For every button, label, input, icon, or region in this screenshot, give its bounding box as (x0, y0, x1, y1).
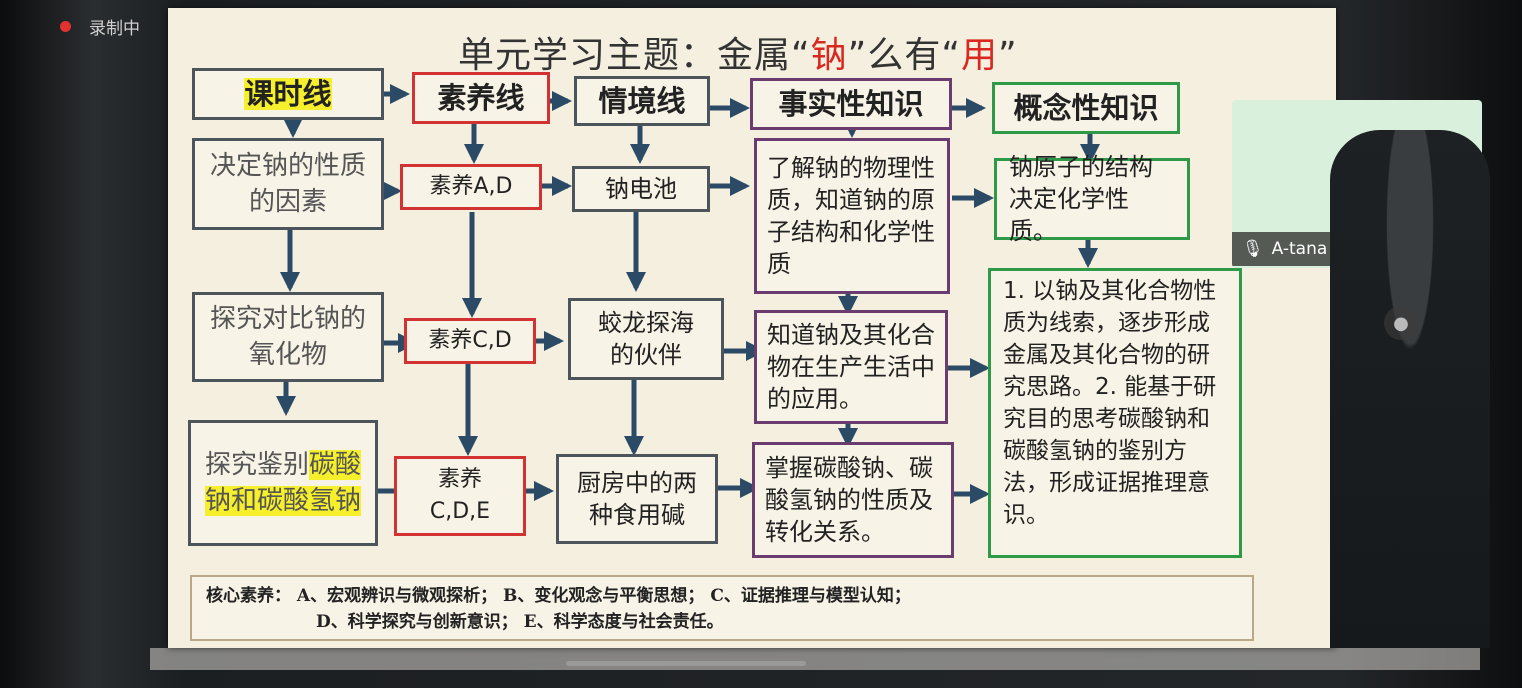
title-middle: ”么有“ (847, 35, 961, 76)
literacy-box-3: 素养C,D,E (394, 456, 526, 536)
participant-name-tag: 🎙 A-tana (1232, 232, 1342, 266)
mic-indicator-icon[interactable]: ● (1384, 306, 1418, 340)
course-box-3: 探究鉴别碳酸钠和碳酸氢钠 (188, 420, 378, 546)
factual-box-3-text: 掌握碳酸钠、碳酸氢钠的性质及转化关系。 (765, 454, 933, 546)
conceptual-box-1: 钠原子的结构决定化学性质。 (994, 153, 1190, 245)
header-factual-knowledge: 事实性知识 (750, 78, 952, 130)
microphone-icon: 🎙 (1242, 239, 1264, 259)
literacy-box-2-text: 素养C,D (428, 328, 512, 353)
title-prefix: 单元学习主题：金属“ (458, 35, 811, 76)
home-indicator[interactable] (566, 661, 806, 666)
factual-box-1-text: 了解钠的物理性质，知道钠的原子结构和化学性质 (767, 154, 935, 278)
factual-box-2: 知道钠及其化合物在生产生活中的应用。 (754, 310, 948, 424)
header-factual-label: 事实性知识 (778, 87, 924, 121)
literacy-box-3-text: 素养C,D,E (429, 467, 491, 524)
situation-box-2-text: 蛟龙探海的伙伴 (598, 309, 694, 369)
title-highlight-sodium: 钠 (810, 35, 848, 76)
recording-indicator: 录制中 (60, 14, 140, 39)
course-box-2: 探究对比钠的氧化物 (192, 292, 384, 382)
title-highlight-use: 用 (960, 35, 998, 76)
participant-name: A-tana (1271, 239, 1328, 259)
situation-box-3-text: 厨房中的两种食用碱 (577, 469, 697, 529)
course-box-3-prefix: 探究鉴别 (204, 450, 309, 480)
record-dot-icon (60, 21, 71, 32)
situation-box-3: 厨房中的两种食用碱 (556, 454, 718, 544)
conceptual-box-2: 1. 以钠及其化合物性质为线索，逐步形成金属及其化合物的研究思路。2. 能基于研… (988, 268, 1242, 558)
bottom-strip (150, 648, 1480, 670)
presentation-slide: 单元学习主题：金属“钠”么有“用” (168, 8, 1336, 648)
situation-box-1-text: 钠电池 (605, 175, 677, 203)
course-box-2-text: 探究对比钠的氧化物 (209, 304, 366, 370)
header-conceptual-label: 概念性知识 (1013, 91, 1159, 125)
course-box-1-text: 决定钠的性质的因素 (209, 151, 366, 217)
course-box-3-text: 探究鉴别碳酸钠和碳酸氢钠 (197, 447, 369, 519)
conceptual-box-1-text: 钠原子的结构决定化学性质。 (1009, 153, 1153, 245)
conceptual-box-2-text: 1. 以钠及其化合物性质为线索，逐步形成金属及其化合物的研究思路。2. 能基于研… (1003, 278, 1217, 528)
header-course-line: 课时线 (192, 68, 384, 120)
slide-title: 单元学习主题：金属“钠”么有“用” (458, 26, 1018, 78)
situation-box-2: 蛟龙探海的伙伴 (568, 298, 724, 380)
core-literacy-line-1: 核心素养： A、宏观辨识与微观探析； B、变化观念与平衡思想； C、证据推理与模… (206, 586, 911, 606)
factual-box-3: 掌握碳酸钠、碳酸氢钠的性质及转化关系。 (752, 442, 954, 558)
header-conceptual-knowledge: 概念性知识 (992, 82, 1180, 134)
core-literacy-line-2: D、科学探究与创新意识； E、科学态度与社会责任。 (316, 612, 724, 632)
header-literacy-label: 素养线 (437, 81, 525, 115)
literacy-box-2: 素养C,D (404, 318, 536, 364)
course-box-1: 决定钠的性质的因素 (192, 138, 384, 230)
core-literacy-box: 核心素养： A、宏观辨识与微观探析； B、变化观念与平衡思想； C、证据推理与模… (190, 575, 1254, 641)
recording-label: 录制中 (89, 19, 140, 39)
situation-box-1: 钠电池 (572, 166, 710, 212)
header-situation-label: 情境线 (598, 84, 686, 118)
factual-box-2-text: 知道钠及其化合物在生产生活中的应用。 (767, 321, 935, 413)
header-situation-line: 情境线 (574, 76, 710, 126)
literacy-box-1-text: 素养A,D (429, 174, 513, 199)
title-suffix: ” (998, 35, 1018, 76)
header-course-label: 课时线 (244, 77, 332, 111)
literacy-box-1: 素养A,D (400, 164, 542, 210)
header-literacy-line: 素养线 (412, 72, 550, 124)
factual-box-1: 了解钠的物理性质，知道钠的原子结构和化学性质 (754, 138, 950, 294)
presenter-video (1330, 130, 1490, 648)
